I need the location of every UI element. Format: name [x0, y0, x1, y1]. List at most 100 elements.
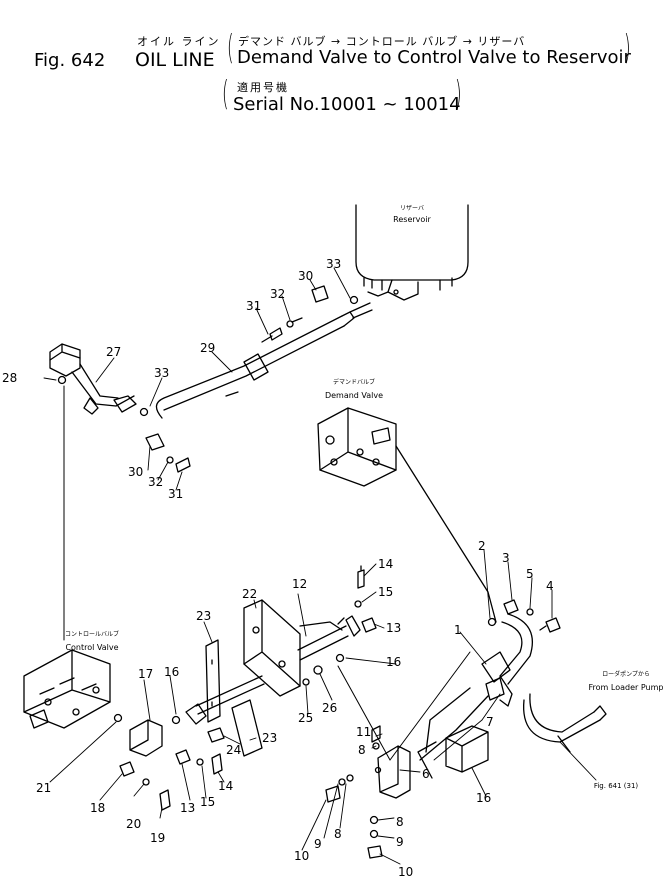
leader-line — [389, 651, 471, 761]
figure-reference: Fig. 641 (31) — [594, 782, 639, 790]
bracket — [231, 699, 263, 757]
washer — [372, 742, 380, 750]
callout-23: 23 — [262, 731, 277, 745]
bracket — [377, 745, 411, 799]
callout-1: 1 — [454, 623, 462, 637]
callout-10: 10 — [294, 849, 309, 863]
callout-8: 8 — [358, 743, 366, 757]
callout-16: 16 — [386, 655, 401, 669]
close-paren: ) — [455, 74, 462, 114]
callout-11: 11 — [356, 725, 371, 739]
callout-9: 9 — [396, 835, 404, 849]
pipe — [195, 675, 265, 715]
open-paren: ( — [222, 74, 229, 114]
callout-14: 14 — [378, 557, 393, 571]
callout-32: 32 — [148, 475, 163, 489]
clamp — [361, 617, 377, 633]
bolt — [374, 766, 382, 774]
bolt — [159, 789, 171, 811]
callout-16: 16 — [164, 665, 179, 679]
lock-washer — [338, 778, 346, 786]
callout-12: 12 — [292, 577, 307, 591]
washer — [142, 778, 150, 786]
callout-16: 16 — [476, 791, 491, 805]
callout-31: 31 — [168, 487, 183, 501]
reservoir-label-jp: リザーバ — [400, 205, 424, 212]
nut — [313, 665, 323, 675]
washer — [196, 758, 204, 766]
close-paren: ) — [624, 28, 631, 68]
clamp — [175, 749, 191, 765]
callout-5: 5 — [526, 567, 534, 581]
hose-assembly — [299, 613, 534, 779]
control-valve-label-jp: コントロールバルブ — [65, 630, 119, 638]
lock-washer — [369, 829, 379, 839]
callout-15: 15 — [378, 585, 393, 599]
loader-pump-label-en: From Loader Pump — [589, 683, 664, 692]
callout-33: 33 — [154, 366, 169, 380]
callout-4: 4 — [546, 579, 554, 593]
callout-24: 24 — [226, 743, 241, 757]
bolt — [371, 725, 381, 743]
callout-leaders — [43, 267, 597, 865]
clamp-assembly-lower — [139, 407, 191, 473]
callout-10: 10 — [398, 865, 413, 876]
loader-pump-label-jp: ローダポンプから — [602, 670, 650, 678]
pipe-end — [185, 703, 207, 725]
o-ring — [57, 375, 67, 385]
washer — [526, 608, 534, 616]
reservoir-label-en: Reservoir — [393, 215, 431, 224]
bolt — [207, 727, 225, 743]
bolt — [539, 617, 561, 633]
demand-valve-label-en: Demand Valve — [325, 391, 383, 400]
demand-valve-label-jp: デマンドバルブ — [333, 378, 375, 386]
callout-30: 30 — [128, 465, 143, 479]
callout-6: 6 — [422, 767, 430, 781]
nut — [367, 845, 383, 859]
callout-21: 21 — [36, 781, 51, 795]
callout-30: 30 — [298, 269, 313, 283]
figure-label: Fig. 642 — [34, 50, 106, 71]
callout-31: 31 — [246, 299, 261, 313]
nut — [325, 785, 341, 803]
washer — [302, 678, 310, 686]
return-pipe — [155, 302, 373, 419]
o-ring — [487, 617, 497, 627]
callout-8: 8 — [396, 815, 404, 829]
callout-19: 19 — [150, 831, 165, 845]
callout-17: 17 — [138, 667, 153, 681]
pipe-bracket — [49, 343, 137, 415]
block — [129, 719, 163, 757]
callout-7: 7 — [486, 715, 494, 729]
leader-line — [337, 665, 391, 761]
bolt — [211, 753, 223, 775]
serial-jp: 適用号機 — [237, 81, 289, 94]
washer — [346, 774, 354, 782]
callout-26: 26 — [322, 701, 337, 715]
callout-28: 28 — [2, 371, 17, 385]
o-ring — [335, 653, 345, 663]
callout-9: 9 — [314, 837, 322, 851]
title-jp: オイル ライン — [137, 35, 221, 48]
callout-13: 13 — [386, 621, 401, 635]
bracket — [205, 639, 221, 723]
clamp — [119, 761, 135, 777]
demand-valve — [317, 407, 497, 623]
washer — [369, 815, 379, 825]
control-valve — [23, 649, 111, 729]
bolt — [357, 565, 365, 589]
callout-8: 8 — [334, 827, 342, 841]
control-valve-label-en: Control Valve — [65, 643, 118, 652]
washer — [354, 600, 362, 608]
reservoir — [355, 204, 469, 301]
serial-en: Serial No.10001 ~ 10014 — [233, 94, 461, 115]
open-paren: ( — [227, 28, 234, 68]
subtitle-jp: デマンド バルブ → コントロール バルブ → リザーバ — [238, 35, 526, 48]
callout-18: 18 — [90, 801, 105, 815]
callout-13: 13 — [180, 801, 195, 815]
o-ring — [113, 713, 123, 723]
callout-25: 25 — [298, 711, 313, 725]
block — [445, 725, 489, 773]
callout-2: 2 — [478, 539, 486, 553]
